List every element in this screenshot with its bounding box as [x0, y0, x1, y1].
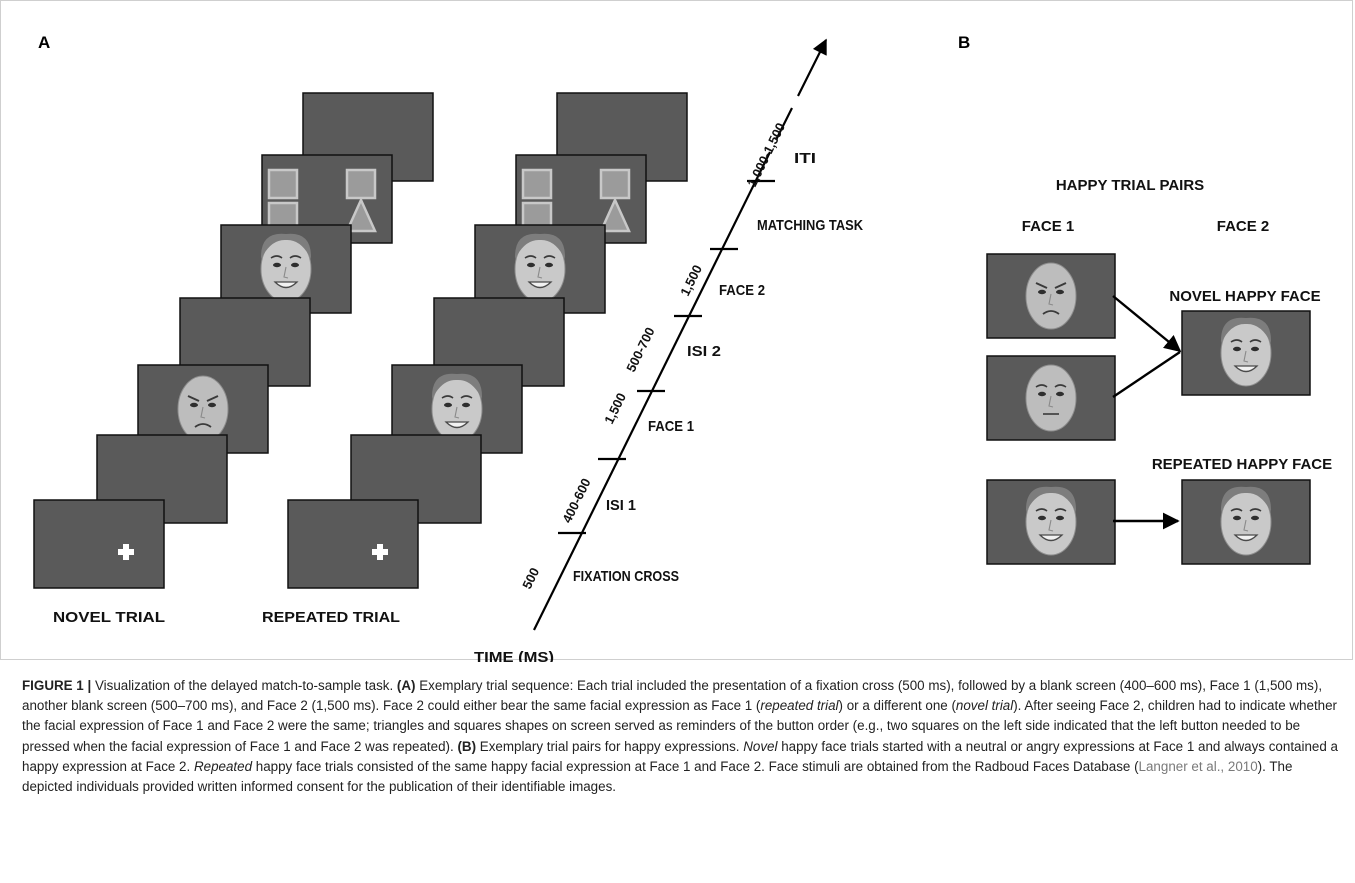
figure-caption: FIGURE 1 | Visualization of the delayed …	[22, 676, 1340, 797]
caption-text-5: Exemplary trial pairs for happy expressi…	[476, 738, 744, 754]
event-isi2-label: ISI 2	[687, 343, 721, 360]
arrow-neutral-to-happy	[1112, 351, 1181, 398]
duration-face1: 1,500	[601, 390, 629, 426]
panel-b-letter: B	[958, 33, 970, 52]
neutral-face	[1025, 364, 1077, 432]
caption-citation-link[interactable]: Langner et al., 2010	[1138, 758, 1258, 774]
novel-happy-face-label: NOVEL HAPPY FACE	[1169, 288, 1320, 305]
event-fixation-cross-label: FIXATION CROSS	[573, 568, 679, 585]
fixation-cross-icon	[118, 544, 134, 560]
square-shape-2	[599, 168, 631, 200]
caption-text-7: happy face trials consisted of the same …	[252, 758, 1139, 774]
caption-novel: Novel	[743, 738, 778, 754]
caption-text-1: Visualization of the delayed match-to-sa…	[94, 678, 397, 693]
caption-panel-a-ref: (A)	[396, 678, 416, 693]
square-shape-2	[345, 168, 377, 200]
square-shape-1	[521, 168, 553, 200]
duration-iti: 1,000-1,500	[744, 120, 788, 189]
timeline-arrow	[797, 38, 827, 97]
triangle-shape	[599, 196, 631, 233]
repeated-trial-stack	[287, 92, 688, 589]
caption-text-3: ) or a different one (	[838, 698, 956, 714]
panel-b-face2-header: FACE 2	[1217, 218, 1270, 235]
figure-frame	[0, 0, 1353, 660]
panel-a-letter: A	[38, 33, 50, 52]
panel-b-face1-header: FACE 1	[1022, 218, 1075, 235]
square-shape-1	[267, 168, 299, 200]
panel-b-screens	[986, 253, 1311, 565]
face2-face	[260, 233, 312, 303]
novel-trial-label: NOVEL TRIAL	[53, 609, 165, 626]
caption-novel-trial: novel trial	[955, 698, 1014, 714]
face2-face	[514, 233, 566, 303]
novel-happy-face	[1220, 317, 1272, 387]
event-matching-task-label: MATCHING TASK	[757, 217, 863, 234]
fixation-screen	[287, 499, 419, 589]
caption-repeated: Repeated	[193, 758, 253, 774]
figure-illustration: A B NOVEL TRIAL REPEATED TRIAL TIME (MS)…	[33, 33, 1332, 662]
event-face2-label: FACE 2	[719, 282, 765, 299]
event-face1-label: FACE 1	[648, 418, 694, 435]
time-axis-label: TIME (MS)	[474, 649, 554, 662]
face1-face	[431, 373, 483, 443]
duration-fixation: 500	[519, 565, 542, 591]
caption-panel-b-ref: (B)	[457, 738, 477, 754]
event-iti-label: ITI	[794, 150, 816, 167]
angry-face	[1025, 262, 1077, 330]
caption-text-4: ). After seeing Face 2, children had to …	[22, 698, 1338, 754]
face1-face	[177, 375, 229, 443]
caption-text-2: Exemplary trial sequence: Each trial inc…	[22, 678, 1323, 714]
repeated-face1-happy-face	[1025, 486, 1077, 556]
caption-figure-label: FIGURE 1 |	[22, 678, 95, 693]
novel-trial-stack	[33, 92, 434, 589]
caption-repeated-trial: repeated trial	[760, 698, 839, 714]
caption-text-6: happy face trials started with a neutral…	[22, 738, 1338, 774]
fixation-screen	[33, 499, 165, 589]
fixation-cross-icon	[372, 544, 388, 560]
timeline-dash-1	[775, 107, 793, 141]
event-isi1-label: ISI 1	[606, 497, 636, 514]
arrow-angry-to-happy	[1112, 295, 1182, 353]
repeated-face2-happy-face	[1220, 486, 1272, 556]
happy-trial-pairs-title: HAPPY TRIAL PAIRS	[1056, 177, 1204, 194]
repeated-trial-label: REPEATED TRIAL	[262, 609, 400, 626]
triangle-shape	[345, 196, 377, 233]
caption-text-8: ). The depicted individuals provided wri…	[22, 758, 1293, 795]
duration-isi2: 500-700	[623, 325, 657, 374]
repeated-happy-face-label: REPEATED HAPPY FACE	[1152, 456, 1332, 473]
